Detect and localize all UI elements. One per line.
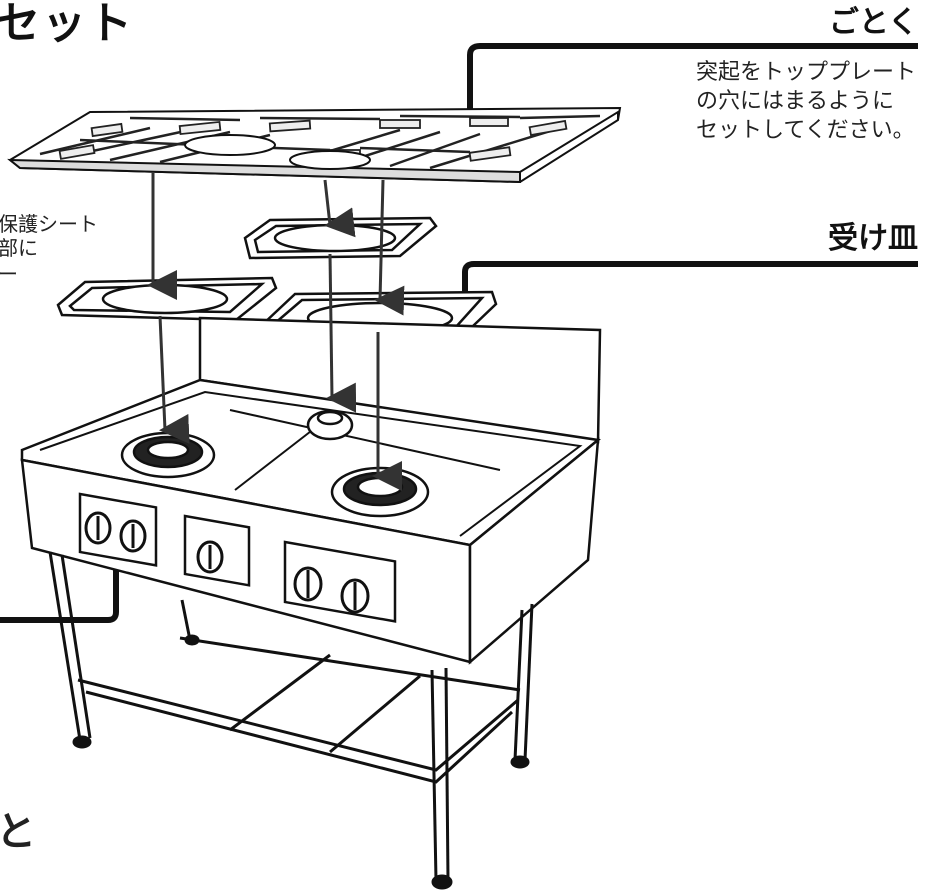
control-knobs (84, 511, 370, 614)
stand (48, 551, 534, 890)
left-text-fragment: 保護シート (0, 212, 98, 236)
assembly-arrows (147, 172, 405, 491)
note-line: 突起をトッププレート (695, 60, 916, 85)
stove-body (20, 316, 602, 665)
left-text-fragment: と (0, 809, 36, 855)
note-line: の穴にはまるように (695, 89, 894, 114)
drip-tray-left (56, 276, 278, 322)
leader-line-gotoku (467, 43, 918, 122)
leader-line-ukezara (462, 261, 918, 300)
grate-gotoku (7, 106, 622, 184)
title-fragment: セット (0, 0, 134, 49)
leader-line-left (0, 565, 119, 623)
note-line: セットしてください。 (695, 118, 915, 143)
left-text-fragment: 部に (0, 236, 38, 260)
drip-tray-top (243, 216, 438, 260)
label-ukezara: 受け皿 (828, 221, 918, 256)
label-gotoku: ごとく (828, 5, 918, 40)
gotoku-instruction: 突起をトッププレート の穴にはまるように セットしてください。 (696, 58, 916, 145)
left-text-fragment: ー (0, 262, 18, 286)
